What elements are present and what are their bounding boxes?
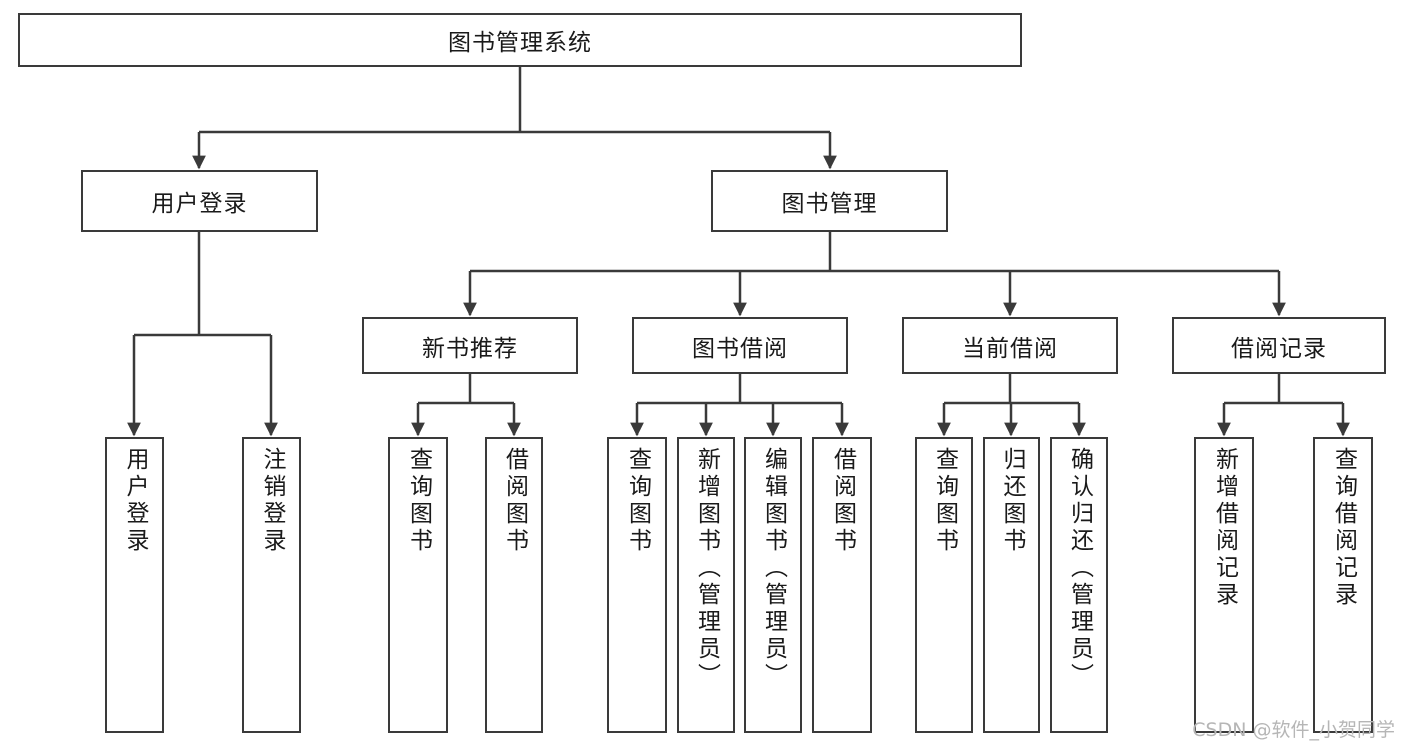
node-book-manage[interactable]: 图书管理 [711,170,948,232]
node-leaf-edit-book[interactable]: 编辑图书（管理员） [744,437,802,733]
node-leaf-logout-label: 注销登录 [259,447,285,555]
watermark: CSDN @软件_小贺同学 [1192,719,1395,741]
node-leaf-query-book-borrow-label: 查询图书 [624,447,651,555]
node-leaf-return-book[interactable]: 归还图书 [983,437,1040,733]
node-user-login-label: 用户登录 [151,191,248,217]
node-leaf-borrow-book-rec[interactable]: 借阅图书 [485,437,543,733]
node-leaf-confirm-return-label: 确认归还（管理员） [1066,447,1093,690]
node-book-borrow-label: 图书借阅 [692,335,788,362]
node-root-label: 图书管理系统 [448,30,592,56]
node-leaf-query-book-current[interactable]: 查询图书 [915,437,973,733]
node-leaf-confirm-return[interactable]: 确认归还（管理员） [1050,437,1108,733]
node-leaf-query-record-label: 查询借阅记录 [1330,447,1357,609]
node-new-book-rec-label: 新书推荐 [422,335,518,362]
node-root[interactable]: 图书管理系统 [18,13,1022,67]
node-book-borrow[interactable]: 图书借阅 [632,317,848,374]
node-new-book-rec[interactable]: 新书推荐 [362,317,578,374]
node-leaf-logout[interactable]: 注销登录 [242,437,301,733]
node-leaf-query-book-borrow[interactable]: 查询图书 [607,437,667,733]
node-leaf-borrow-book-rec-label: 借阅图书 [501,447,528,555]
node-leaf-borrow-book-label: 借阅图书 [829,447,856,555]
node-current-borrow[interactable]: 当前借阅 [902,317,1118,374]
node-leaf-return-book-label: 归还图书 [999,447,1025,555]
node-leaf-borrow-book[interactable]: 借阅图书 [812,437,872,733]
node-leaf-query-record[interactable]: 查询借阅记录 [1313,437,1373,733]
node-leaf-query-book-current-label: 查询图书 [931,447,958,555]
node-leaf-edit-book-label: 编辑图书（管理员） [760,447,787,690]
node-leaf-query-book-rec[interactable]: 查询图书 [388,437,448,733]
node-user-login[interactable]: 用户登录 [81,170,318,232]
node-leaf-add-record-label: 新增借阅记录 [1211,447,1238,609]
node-borrow-record[interactable]: 借阅记录 [1172,317,1386,374]
node-leaf-query-book-rec-label: 查询图书 [405,447,432,555]
node-borrow-record-label: 借阅记录 [1231,335,1327,362]
node-book-manage-label: 图书管理 [781,191,878,217]
node-current-borrow-label: 当前借阅 [962,335,1058,362]
node-leaf-user-login-label: 用户登录 [122,447,148,555]
node-leaf-add-book-label: 新增图书（管理员） [693,447,720,690]
node-leaf-user-login[interactable]: 用户登录 [105,437,164,733]
node-leaf-add-book[interactable]: 新增图书（管理员） [677,437,735,733]
node-leaf-add-record[interactable]: 新增借阅记录 [1194,437,1254,733]
